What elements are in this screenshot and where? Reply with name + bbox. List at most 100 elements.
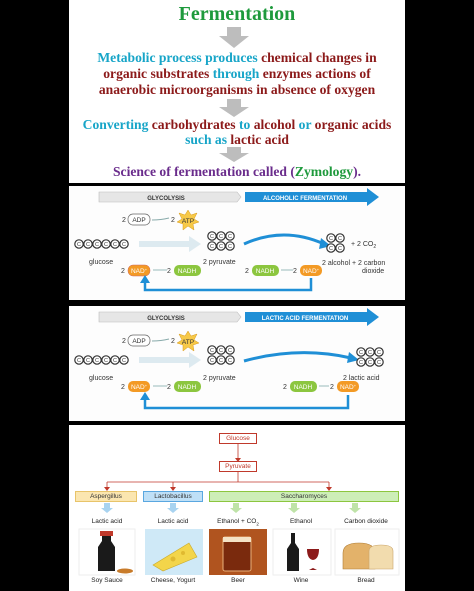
- carbon-atom: [326, 233, 336, 243]
- adp-count: 2: [122, 338, 126, 345]
- carbon-atom-label: C: [219, 348, 223, 354]
- atp-count: 2: [171, 338, 175, 345]
- carbon-atom: [216, 355, 226, 365]
- atp-label: ATP: [182, 218, 194, 225]
- glycolysis-arrow: [139, 352, 201, 368]
- carbon-atom-label: C: [338, 246, 342, 252]
- carbon-atom-label: C: [228, 348, 232, 354]
- carbon-atom-label: C: [377, 360, 381, 366]
- fermentation-products-panel: Glucose Pyruvate Aspergillus Lactobacill…: [69, 425, 405, 591]
- product-ethanol: Ethanol: [289, 518, 313, 525]
- atp-count: 2: [171, 217, 175, 224]
- product-lactic-acid-2: Lactic acid: [157, 518, 189, 525]
- carbon-atom: [110, 239, 120, 249]
- nadh-pill-right: [252, 265, 279, 276]
- carbon-atom: [365, 357, 375, 367]
- conversion-arrow: [243, 233, 325, 246]
- fermentation-definition-panel: Fermentation Metabolic process produces …: [69, 0, 405, 183]
- atp-burst: [176, 330, 200, 352]
- glucose-label: glucose: [89, 375, 113, 382]
- food-wine: Wine: [293, 577, 309, 584]
- carbon-atom-label: C: [359, 350, 363, 356]
- carbon-atom: [83, 355, 93, 365]
- glycolysis-banner: [98, 311, 242, 323]
- adp-label: ADP: [132, 217, 145, 224]
- organism-aspergillus: Aspergillus: [75, 491, 137, 502]
- carbon-atom-label: C: [86, 358, 90, 364]
- carbon-atom: [74, 355, 84, 365]
- nad-label-left: NAD+: [131, 383, 148, 391]
- carbon-atom: [225, 345, 235, 355]
- glycolysis-label: GLYCOLYSIS: [147, 196, 185, 202]
- nad-label-right: NAD+: [340, 383, 357, 391]
- definition-line-3: anaerobic microorganisms in absence of o…: [98, 82, 376, 97]
- carbon-atom: [225, 231, 235, 241]
- carbon-atom-label: C: [338, 236, 342, 242]
- carbon-atom: [83, 239, 93, 249]
- down-arrow-2: [219, 99, 249, 117]
- alcoholic-fermentation-diagram: GLYCOLYSIS ALCOHOLIC FERMENTATION 2 ADP …: [74, 188, 385, 292]
- nadh-label-right: NADH: [294, 384, 313, 391]
- carbon-atom-label: C: [122, 242, 126, 248]
- nad-pill-right: [337, 381, 359, 392]
- adp-pill: [127, 213, 151, 226]
- product-ethanol-co2: Ethanol + CO2: [217, 518, 259, 527]
- glycolysis-banner: [98, 191, 242, 203]
- carbon-atom: [374, 357, 384, 367]
- glucose-node: Glucose: [219, 433, 257, 444]
- carbon-atom: [374, 347, 384, 357]
- nadh-count-right: 2: [283, 384, 287, 391]
- carbon-atom-label: C: [104, 242, 108, 248]
- down-arrow-1: [219, 27, 249, 48]
- glycolysis-arrow: [139, 236, 201, 252]
- lactic-fermentation-label: LACTIC ACID FERMENTATION: [262, 316, 349, 322]
- nadh-count-left: 2: [167, 384, 171, 391]
- carbon-atom: [356, 357, 366, 367]
- carbon-atom-label: C: [359, 360, 363, 366]
- down-arrow-3: [219, 147, 249, 162]
- carbon-atom-label: C: [210, 244, 214, 250]
- carbon-atom: [335, 233, 345, 243]
- definition-line-6: Science of fermentation called (Zymology…: [112, 164, 362, 179]
- nadh-count-left: 2: [167, 268, 171, 275]
- nadh-pill-left: [174, 265, 201, 276]
- atp-burst: [176, 209, 200, 231]
- carbon-atom-label: C: [219, 358, 223, 364]
- product-lactic-acid-1: Lactic acid: [91, 518, 123, 525]
- carbon-atom-label: C: [228, 358, 232, 364]
- carbon-atom: [216, 345, 226, 355]
- pyruvate-label: 2 pyruvate: [203, 259, 236, 266]
- nad-recycle-arrow-head: [140, 392, 150, 400]
- carbon-atom-label: C: [228, 244, 232, 250]
- carbon-atom: [207, 241, 217, 251]
- carbon-atom-label: C: [228, 234, 232, 240]
- nadh-label-right: NADH: [256, 268, 275, 275]
- carbon-atom-label: C: [95, 242, 99, 248]
- carbon-atom: [365, 347, 375, 357]
- lactic-fermentation-panel: GLYCOLYSIS LACTIC ACID FERMENTATION 2 AD…: [69, 306, 405, 421]
- page-title: Fermentation: [178, 3, 296, 25]
- carbon-atom: [119, 355, 129, 365]
- nad-label-right: NAD+: [303, 267, 320, 275]
- alcohol-label: 2 alcohol + 2 carbon: [322, 260, 385, 267]
- definition-line-4: Converting carbohydrates to alcohol or o…: [82, 117, 392, 132]
- food-soy-sauce: Soy Sauce: [91, 577, 123, 584]
- nad-pill-left: [128, 381, 150, 392]
- conversion-arrow-head: [347, 352, 359, 363]
- product-carbon-dioxide: Carbon dioxide: [344, 518, 388, 525]
- carbon-atom: [225, 355, 235, 365]
- conversion-arrow: [243, 351, 352, 363]
- adp-label: ADP: [132, 338, 145, 345]
- organism-saccharomyces: Saccharomyces: [209, 491, 399, 502]
- carbon-atom: [216, 231, 226, 241]
- food-cheese-yogurt: Cheese, Yogurt: [150, 577, 196, 584]
- carbon-atom: [225, 241, 235, 251]
- nad-count-right: 2: [293, 268, 297, 275]
- nadh-pill-right: [290, 381, 317, 392]
- alcoholic-fermentation-label: ALCOHOLIC FERMENTATION: [263, 196, 347, 202]
- nad-label-left: NAD+: [131, 267, 148, 275]
- flow-arrows: [219, 27, 249, 162]
- carbon-atom: [216, 241, 226, 251]
